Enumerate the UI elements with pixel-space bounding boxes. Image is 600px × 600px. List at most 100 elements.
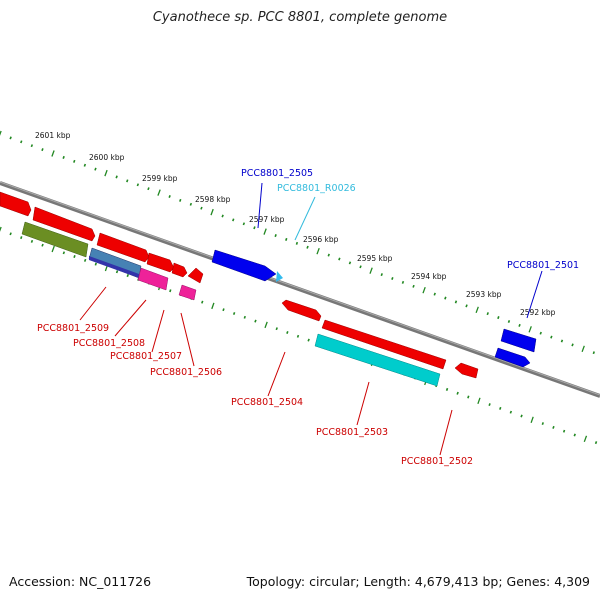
minor-tick bbox=[30, 239, 34, 243]
gene-pcc8801-2507[interactable] bbox=[137, 267, 169, 291]
gene-pcc8801-2505[interactable] bbox=[211, 249, 277, 282]
minor-tick bbox=[62, 155, 65, 159]
minor-tick bbox=[465, 304, 468, 308]
gene-pcc8801-2503[interactable] bbox=[314, 333, 441, 387]
major-tick bbox=[581, 345, 585, 353]
minor-tick bbox=[592, 351, 595, 355]
major-tick bbox=[0, 130, 2, 136]
kbp-label: 2597 kbp bbox=[249, 215, 285, 224]
minor-tick bbox=[232, 218, 235, 222]
minor-tick bbox=[327, 253, 330, 257]
gene-label-pcc8801-2501[interactable]: PCC8801_2501 bbox=[507, 260, 579, 271]
minor-tick bbox=[454, 300, 458, 304]
minor-tick bbox=[296, 334, 300, 338]
gene-label-pcc8801-2506[interactable]: PCC8801_2506 bbox=[150, 367, 222, 378]
major-tick bbox=[51, 150, 55, 157]
minor-tick bbox=[136, 183, 140, 187]
gene-pcc8801-2501-b[interactable] bbox=[494, 347, 531, 368]
major-tick bbox=[422, 286, 426, 294]
gene-pcc8801-r0026[interactable] bbox=[276, 271, 283, 282]
major-tick bbox=[263, 228, 267, 235]
upper-tick-track bbox=[0, 130, 595, 355]
major-tick bbox=[528, 326, 532, 333]
major-tick bbox=[0, 226, 2, 232]
minor-tick bbox=[201, 300, 204, 304]
kbp-label: 2592 kbp bbox=[520, 308, 556, 317]
minor-tick bbox=[433, 292, 436, 296]
leader-line bbox=[356, 381, 370, 426]
gene-arrow[interactable] bbox=[146, 252, 175, 273]
major-tick bbox=[369, 267, 373, 274]
minor-tick bbox=[295, 241, 299, 245]
minor-tick bbox=[520, 414, 523, 418]
minor-tick bbox=[62, 251, 66, 255]
leader-line bbox=[294, 196, 316, 241]
major-tick bbox=[51, 245, 55, 253]
kbp-label: 2601 kbp bbox=[35, 131, 71, 140]
minor-tick bbox=[9, 232, 12, 236]
minor-tick bbox=[189, 202, 193, 206]
major-tick bbox=[530, 416, 534, 424]
gene-label-pcc8801-2505[interactable]: PCC8801_2505 bbox=[241, 168, 313, 179]
minor-tick bbox=[306, 245, 309, 249]
minor-tick bbox=[507, 320, 511, 323]
major-tick bbox=[475, 306, 479, 314]
minor-tick bbox=[83, 163, 87, 167]
minor-tick bbox=[285, 237, 288, 241]
minor-tick bbox=[391, 277, 394, 280]
minor-tick bbox=[73, 255, 76, 259]
minor-tick bbox=[541, 422, 544, 426]
minor-tick bbox=[115, 175, 118, 179]
minor-tick bbox=[168, 195, 171, 198]
minor-tick bbox=[488, 403, 491, 407]
gene-label-pcc8801-2503[interactable]: PCC8801_2503 bbox=[316, 427, 388, 438]
leader-line bbox=[114, 299, 147, 337]
accession-text: Accession: NC_011726 bbox=[9, 574, 152, 589]
gene-arrow[interactable] bbox=[454, 362, 479, 379]
minor-tick bbox=[307, 338, 310, 342]
minor-tick bbox=[444, 296, 447, 300]
gene-label-pcc8801-2507[interactable]: PCC8801_2507 bbox=[110, 351, 182, 362]
minor-tick bbox=[253, 226, 256, 230]
gene-label-pcc8801-2509[interactable]: PCC8801_2509 bbox=[37, 323, 109, 334]
minor-tick bbox=[200, 206, 203, 210]
kbp-label: 2594 kbp bbox=[411, 272, 447, 281]
minor-tick bbox=[222, 308, 225, 312]
minor-tick bbox=[412, 284, 415, 288]
major-tick bbox=[477, 397, 481, 405]
major-tick bbox=[264, 321, 268, 329]
minor-tick bbox=[509, 410, 513, 414]
gene-arrow[interactable] bbox=[0, 191, 32, 217]
kbp-label: 2600 kbp bbox=[89, 153, 125, 162]
gene-arrow[interactable] bbox=[96, 232, 150, 263]
leader-line bbox=[257, 182, 263, 229]
gene-label-pcc8801-r0026[interactable]: PCC8801_R0026 bbox=[277, 183, 356, 194]
leader-line bbox=[79, 286, 107, 321]
gene-arrow[interactable] bbox=[321, 319, 447, 370]
minor-tick bbox=[286, 331, 289, 334]
minor-tick bbox=[41, 243, 44, 247]
minor-tick bbox=[467, 395, 470, 399]
minor-tick bbox=[254, 319, 257, 323]
gene-label-pcc8801-2508[interactable]: PCC8801_2508 bbox=[73, 338, 145, 349]
minor-tick bbox=[179, 198, 182, 202]
minor-tick bbox=[242, 222, 246, 226]
major-tick bbox=[157, 189, 161, 196]
gene-pcc8801-2506[interactable] bbox=[178, 284, 197, 301]
gene-arrow[interactable] bbox=[187, 267, 204, 284]
gene-pcc8801-2501-a[interactable] bbox=[500, 328, 537, 353]
gene-arrow[interactable] bbox=[281, 299, 322, 322]
kbp-label: 2596 kbp bbox=[303, 235, 339, 244]
gene-label-pcc8801-2502[interactable]: PCC8801_2502 bbox=[401, 456, 473, 467]
minor-tick bbox=[539, 331, 542, 335]
kbp-label: 2593 kbp bbox=[466, 290, 502, 299]
major-tick bbox=[316, 247, 320, 255]
minor-tick bbox=[456, 391, 459, 395]
gene-arrow[interactable] bbox=[32, 206, 96, 242]
gene-pcc8801-2509[interactable] bbox=[21, 221, 89, 258]
minor-tick bbox=[30, 144, 34, 148]
gene-arrow[interactable] bbox=[171, 262, 188, 278]
gene-label-pcc8801-2504[interactable]: PCC8801_2504 bbox=[231, 397, 303, 408]
minor-tick bbox=[499, 406, 502, 410]
